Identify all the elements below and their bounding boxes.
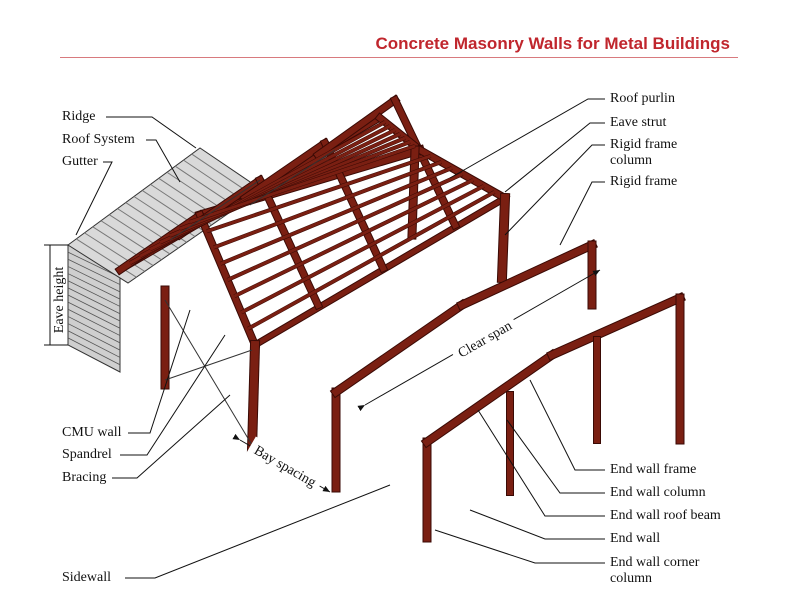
sidewall-label: Sidewall bbox=[62, 570, 111, 585]
end-wall-frame-label: End wall frame bbox=[610, 462, 697, 477]
rigid-frame-column bbox=[408, 146, 419, 239]
roof-purlin bbox=[240, 184, 485, 314]
rigid-frame-column bbox=[247, 340, 260, 455]
rigid-frame-column bbox=[497, 193, 510, 283]
eave-height-label: Eave height bbox=[52, 267, 67, 334]
bracing-cable bbox=[164, 299, 253, 446]
cmu-course-line bbox=[67, 323, 121, 351]
end-wall-column-label: End wall column bbox=[610, 485, 706, 500]
rigid-frame-column-line-1: Rigid frame bbox=[610, 137, 678, 152]
ridge-label: Ridge bbox=[62, 109, 96, 124]
roof-purlin-label: Roof purlin bbox=[610, 91, 675, 106]
end-wall-corner-column-line-1: End wall corner bbox=[610, 555, 700, 570]
cmu-course-line bbox=[67, 301, 121, 329]
cmu-course-line bbox=[67, 280, 121, 307]
bracing-cable bbox=[249, 149, 336, 206]
cmu-course-line bbox=[67, 251, 121, 278]
bay-spacing-dimension: Bay spacing bbox=[232, 433, 331, 496]
clear-span-dimension: Clear span bbox=[357, 269, 601, 412]
cmu-course-line bbox=[67, 316, 121, 344]
cmu-wall bbox=[67, 244, 121, 373]
page-title: Concrete Masonry Walls for Metal Buildin… bbox=[375, 34, 730, 53]
cmu-course-line bbox=[67, 273, 121, 300]
roof-purlin bbox=[226, 172, 464, 282]
cmu-course-line bbox=[67, 330, 121, 358]
rigid-frame-column-label: Rigid frame column bbox=[610, 137, 677, 169]
cmu-wall-label: CMU wall bbox=[62, 425, 122, 440]
roof-panel-rib bbox=[75, 238, 137, 278]
roof-purlin bbox=[233, 178, 474, 298]
rafter-right bbox=[256, 176, 322, 309]
spandrel-label: Spandrel bbox=[62, 447, 112, 462]
cmu-course-line bbox=[67, 258, 121, 285]
roof-purlin bbox=[189, 144, 416, 224]
right-eave-strut bbox=[251, 194, 509, 349]
cmu-course-line bbox=[67, 287, 121, 315]
leader-lines bbox=[75, 98, 605, 579]
rafter-left bbox=[313, 95, 400, 160]
roof-system-label: Roof System bbox=[62, 132, 135, 147]
rafter-left bbox=[240, 138, 330, 203]
rigid-frame-rafter-left bbox=[331, 300, 467, 397]
end-wall-label: End wall bbox=[610, 531, 661, 546]
cmu-course-line bbox=[67, 337, 121, 366]
eave-strut-label: Eave strut bbox=[610, 115, 667, 130]
rigid-frame-column-line-2: column bbox=[610, 153, 652, 168]
end-wall-frame-rafter-right bbox=[547, 293, 685, 360]
roof-purlin bbox=[247, 190, 496, 331]
roof-purlin bbox=[206, 154, 432, 233]
rigid-frame-label: Rigid frame bbox=[610, 174, 678, 189]
rigid-frame-rafter-right bbox=[457, 240, 597, 310]
end-wall-corner-column-line-2: column bbox=[610, 571, 652, 586]
building-frame bbox=[114, 94, 511, 456]
bracing-cable bbox=[169, 179, 261, 241]
cmu-course-line bbox=[67, 308, 121, 336]
cmu-course-line bbox=[67, 266, 121, 293]
end-wall-corner-column-label: End wall corner column bbox=[610, 555, 699, 587]
gutter-label: Gutter bbox=[62, 154, 98, 169]
end-wall-roof-beam-label: End wall roof beam bbox=[610, 508, 721, 523]
cmu-course-line bbox=[67, 294, 121, 322]
eave-height-dimension: Eave height bbox=[44, 244, 68, 346]
bracing-label: Bracing bbox=[62, 470, 107, 485]
bracing-cable bbox=[164, 349, 253, 381]
roof-purlin bbox=[220, 166, 453, 266]
roof-purlin bbox=[213, 160, 442, 249]
title-underline bbox=[60, 57, 738, 58]
